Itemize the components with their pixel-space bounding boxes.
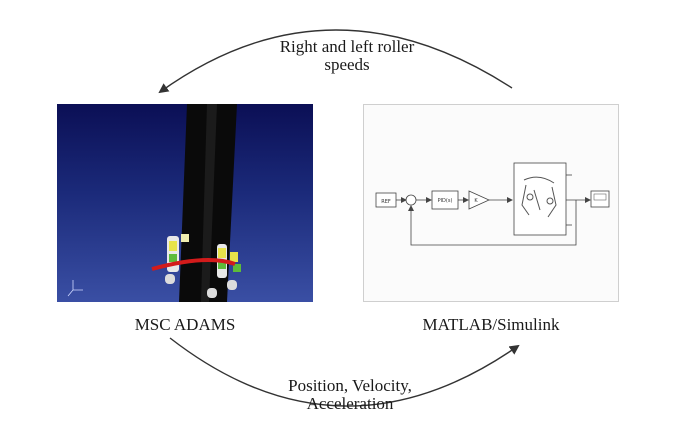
scope-block bbox=[590, 190, 610, 208]
gain-block-label: K bbox=[474, 198, 478, 204]
adams-caption: MSC ADAMS bbox=[134, 315, 236, 334]
top-arrow bbox=[158, 29, 513, 94]
top-arrow-label: Right and left roller speeds bbox=[279, 37, 415, 74]
bottom-arrow-label: Position, Velocity, Acceleration bbox=[288, 376, 412, 413]
simulink-diagram: REF PID(s) K bbox=[375, 162, 610, 246]
feedback-line bbox=[408, 200, 577, 246]
pid-block-label: PID(s) bbox=[438, 198, 453, 204]
adams-simulation-view bbox=[57, 104, 313, 302]
simulink-block-diagram: REF PID(s) K bbox=[363, 104, 619, 302]
bottom-arrow bbox=[169, 337, 520, 407]
sum-junction bbox=[405, 194, 417, 206]
simulink-caption: MATLAB/Simulink bbox=[422, 315, 560, 334]
robot-plant-icon bbox=[521, 176, 557, 218]
plant-block bbox=[513, 162, 567, 236]
gain-block bbox=[468, 190, 490, 210]
robot-pole-model bbox=[67, 104, 241, 302]
input-block-label: REF bbox=[381, 199, 391, 205]
